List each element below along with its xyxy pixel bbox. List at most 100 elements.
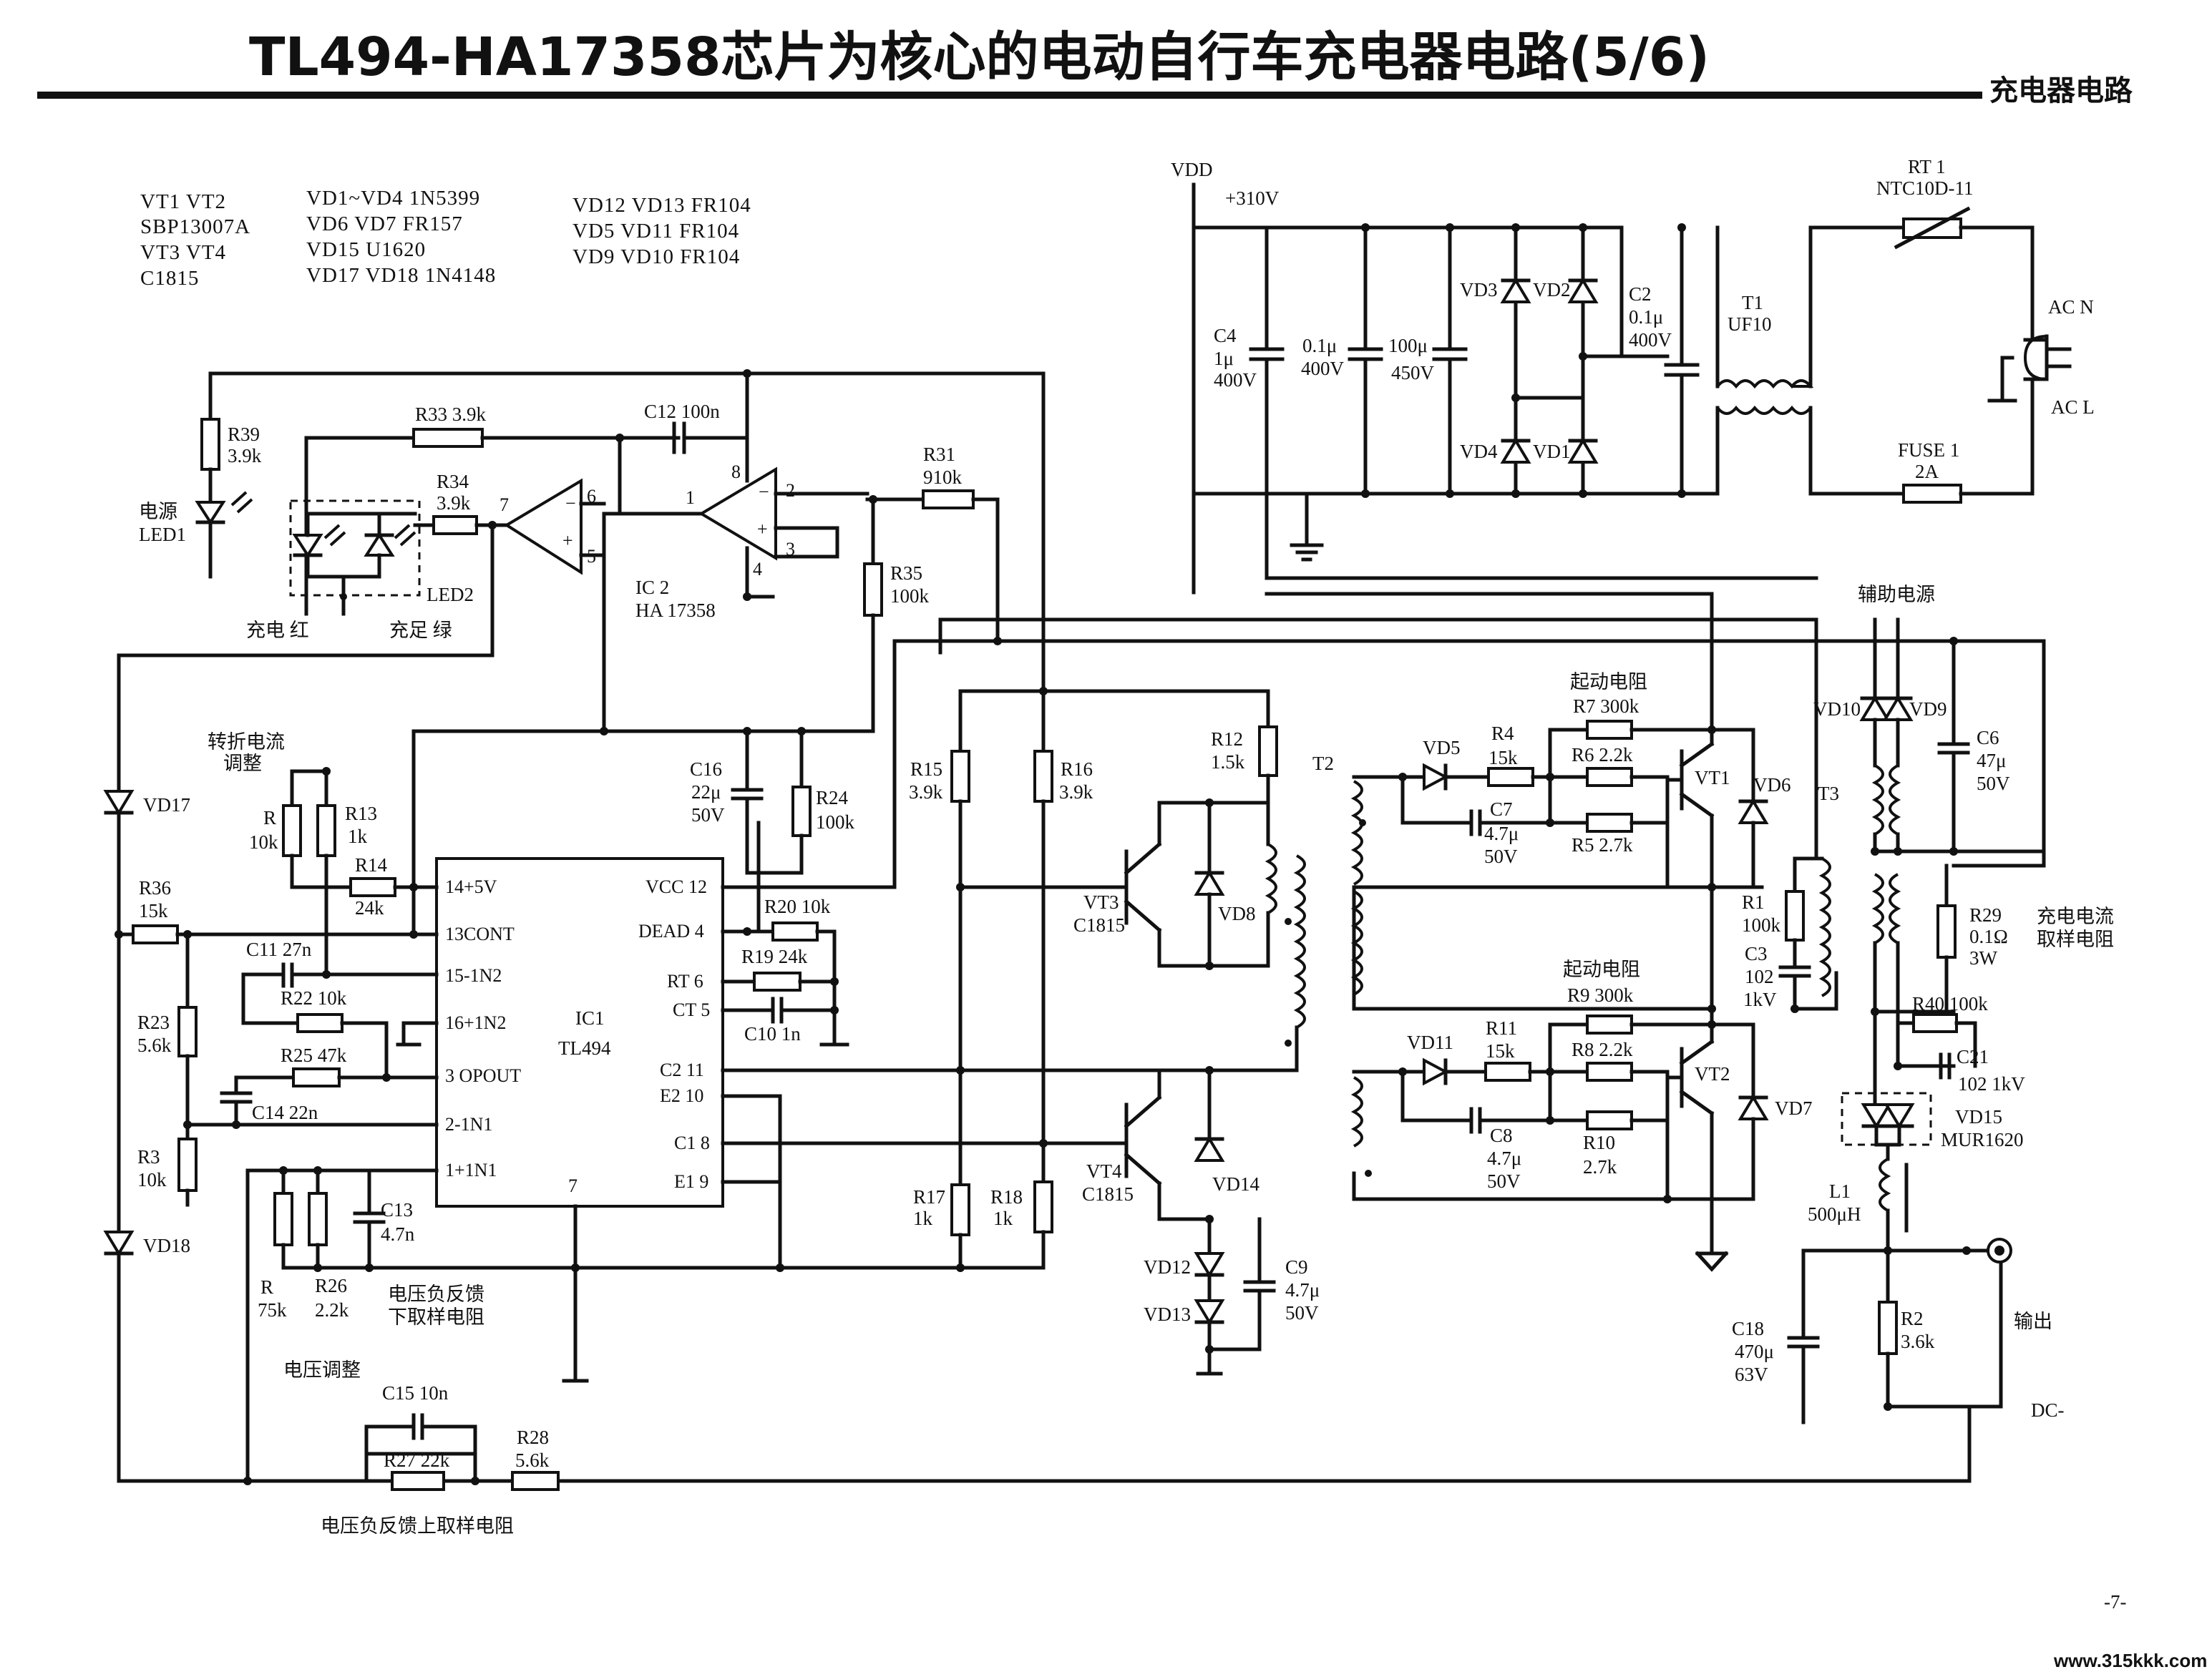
label: 500μH [1808, 1203, 1861, 1225]
label: 470μ [1735, 1341, 1774, 1362]
parts-item: VD12 VD13 FR104 [573, 194, 751, 217]
label: 400V [1629, 329, 1672, 351]
label: 10k [137, 1169, 167, 1190]
label: 电压负反馈 [388, 1284, 484, 1305]
parts-item: VT3 VT4 [140, 241, 226, 264]
label: 2.7k [1583, 1156, 1617, 1178]
label: T1 [1742, 292, 1763, 313]
label: VD11 [1407, 1032, 1453, 1053]
watermark: www.315kkk.com [2053, 1650, 2207, 1671]
label: L1 [1829, 1180, 1851, 1202]
label: C12 100n [644, 401, 720, 422]
label: R22 10k [281, 987, 347, 1009]
label: 400V [1214, 369, 1257, 391]
label: T3 [1818, 783, 1839, 804]
parts-list: VT1 VT2 SBP13007A VT3 VT4 C1815 VD1~VD4 … [140, 187, 751, 290]
label: 450V [1391, 362, 1435, 383]
label: R3 [137, 1146, 160, 1168]
label: R40 100k [1912, 993, 1988, 1014]
svg-text:7: 7 [500, 494, 509, 515]
svg-text:3 OPOUT: 3 OPOUT [445, 1065, 521, 1086]
mains-rectifier-section [1192, 182, 2072, 595]
label: 5.6k [137, 1035, 172, 1056]
label: 4.7n [381, 1223, 415, 1245]
label: VD9 [1909, 698, 1947, 720]
label: 102 1kV [1958, 1073, 2025, 1095]
label: C11 27n [246, 939, 312, 960]
svg-text:2: 2 [786, 480, 795, 501]
ic2-type: HA 17358 [635, 600, 716, 621]
label: 400V [1301, 358, 1345, 379]
label: R31 [923, 444, 955, 465]
label: C7 [1490, 798, 1513, 820]
label: C6 [1977, 727, 1999, 748]
label: VD15 [1955, 1106, 2002, 1128]
label: 4.7μ [1487, 1148, 1521, 1169]
svg-text:15-1N2: 15-1N2 [445, 965, 502, 986]
svg-text:2-1N1: 2-1N1 [445, 1114, 492, 1135]
label: VT2 [1695, 1063, 1730, 1085]
label: 100k [816, 811, 855, 833]
label: R8 2.2k [1572, 1039, 1633, 1060]
label: 15k [1489, 747, 1518, 768]
label: R7 300k [1573, 695, 1639, 717]
ic1-body [435, 857, 724, 1208]
label: 起动电阻 [1570, 671, 1647, 693]
label: 910k [923, 466, 963, 488]
label: 电压负反馈上取样电阻 [321, 1515, 514, 1537]
label: 0.1μ [1629, 306, 1663, 328]
label: R24 [816, 787, 849, 808]
svg-text:14+5V: 14+5V [445, 876, 497, 897]
label: AC N [2048, 296, 2094, 318]
svg-text:DEAD 4: DEAD 4 [638, 921, 704, 942]
label: VD17 [143, 794, 190, 816]
label: VD2 [1533, 279, 1571, 300]
label: 4.7μ [1484, 823, 1519, 844]
label: 3.9k [228, 445, 262, 466]
label: R27 22k [384, 1449, 450, 1471]
label: VD4 [1460, 441, 1498, 462]
label: 调整 [223, 753, 262, 774]
parts-item: VD5 VD11 FR104 [573, 220, 739, 243]
label: C9 [1285, 1256, 1308, 1278]
ic1-type: TL494 [558, 1037, 611, 1059]
label: R12 [1211, 728, 1243, 750]
output-section [957, 576, 2046, 1483]
svg-text:4: 4 [753, 559, 762, 580]
label: 充电 红 [246, 620, 309, 641]
output-labels: 辅助电源 VD10 VD9 C6 47μ 50V T3 R1 100k C3 1… [1732, 584, 2114, 1421]
label: C8 [1490, 1125, 1513, 1146]
label: 50V [1487, 1170, 1521, 1192]
label: 0.1μ [1302, 335, 1337, 356]
label: VD13 [1144, 1304, 1191, 1325]
label: R36 [139, 877, 171, 899]
led-ic2-labels: R39 3.9k 电源 LED1 R33 3.9k C12 100n R34 3… [139, 401, 963, 641]
label: VD1 [1533, 441, 1571, 462]
label: DC- [2031, 1399, 2065, 1421]
label: R1 [1742, 891, 1765, 913]
label: C14 22n [252, 1102, 318, 1123]
label: R25 47k [281, 1045, 347, 1066]
parts-item: VT1 VT2 [140, 190, 226, 213]
label: 1μ [1214, 348, 1234, 369]
svg-text:6: 6 [587, 486, 596, 507]
label: VT3 [1083, 891, 1119, 913]
label: C3 [1745, 943, 1768, 964]
parts-item: VD9 VD10 FR104 [573, 245, 740, 268]
svg-text:5: 5 [587, 546, 596, 567]
svg-text:1: 1 [686, 487, 695, 508]
label: C4 [1214, 325, 1237, 346]
label: 5.6k [515, 1449, 550, 1471]
svg-text:+: + [562, 530, 573, 551]
label: C15 10n [382, 1382, 449, 1404]
label: 1k [348, 826, 368, 847]
ic1-label: IC1 [575, 1007, 605, 1029]
label: 3.6k [1901, 1331, 1935, 1352]
label: C13 [381, 1199, 413, 1221]
tl494-pin-labels: IC1 TL494 14+5V 13CONT 15-1N2 16+1N2 3 O… [445, 876, 710, 1196]
label: 电源 [139, 501, 177, 522]
parts-item: VD6 VD7 FR157 [306, 212, 463, 235]
label: R6 2.2k [1572, 744, 1633, 766]
label: 充足 绿 [389, 620, 452, 641]
svg-text:E1 9: E1 9 [674, 1171, 708, 1192]
